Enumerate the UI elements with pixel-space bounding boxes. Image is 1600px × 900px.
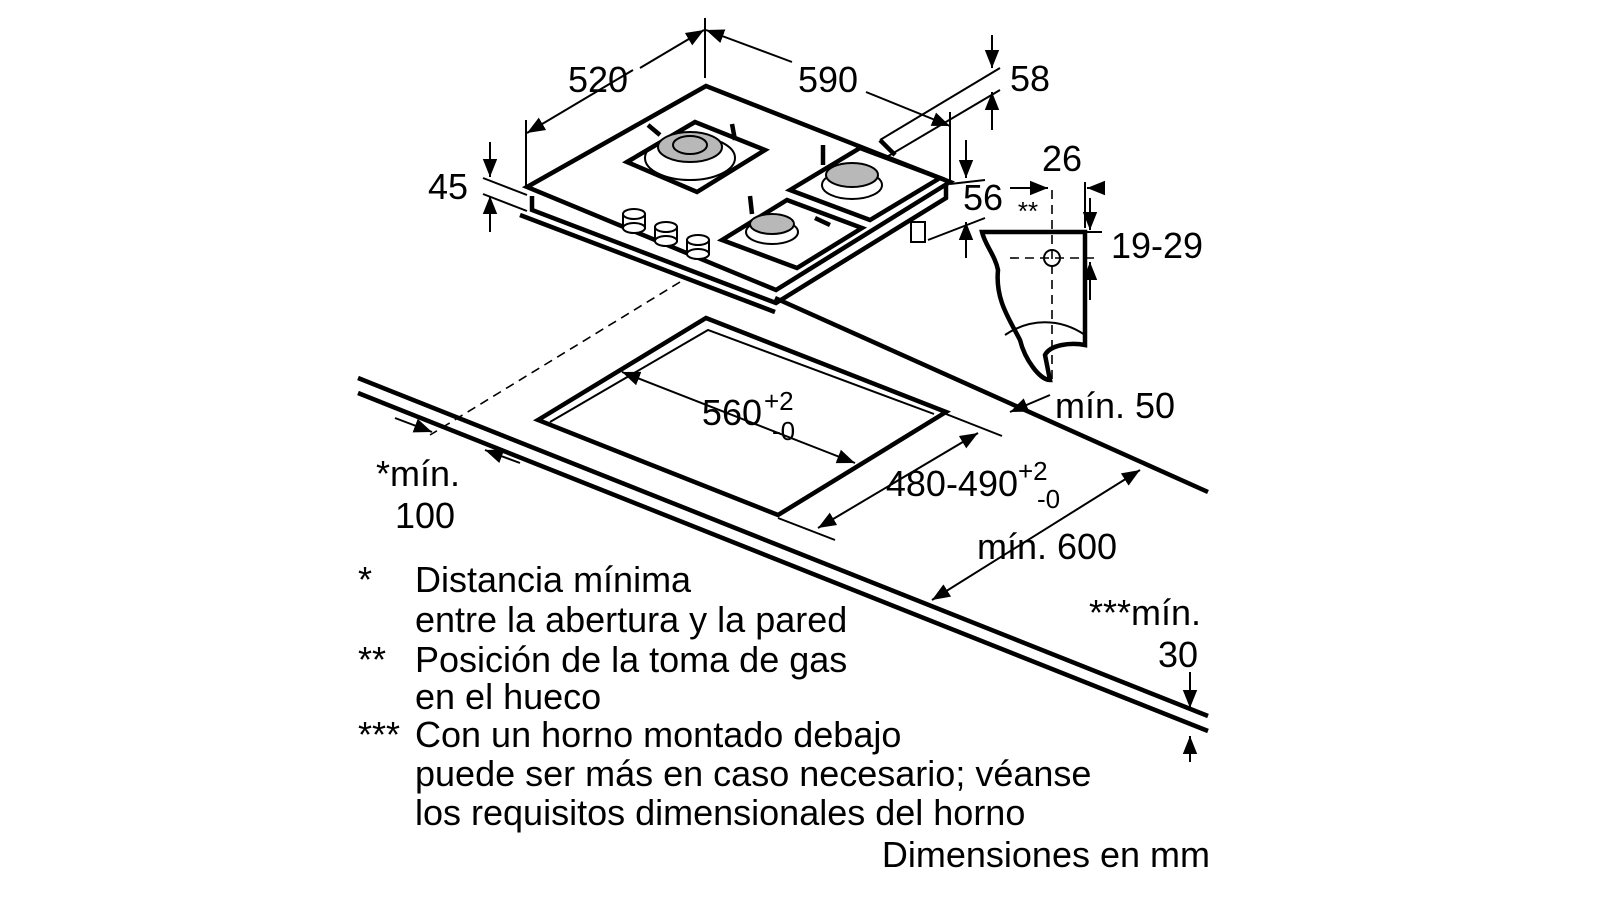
dim-cutout-depth-tol-plus: +2 xyxy=(1018,456,1048,486)
note-2-line-2: en el hueco xyxy=(415,676,601,717)
dim-cutout-width: 560 xyxy=(702,392,762,433)
gas-position-mark: ** xyxy=(1018,196,1038,226)
dim-min-100-value: 100 xyxy=(395,495,455,536)
gas-hob xyxy=(519,83,955,315)
note-3-line-3: los requisitos dimensionales del horno xyxy=(415,792,1025,833)
dim-56: 56 xyxy=(963,177,1003,218)
note-1-line-1: Distancia mínima xyxy=(415,559,692,600)
dim-cutout-width-tol-plus: +2 xyxy=(764,386,794,416)
gas-connector xyxy=(910,221,926,243)
dim-width: 590 xyxy=(798,59,858,100)
dim-depth: 520 xyxy=(568,59,628,100)
note-3-line-1: Con un horno montado debajo xyxy=(415,714,901,755)
dim-cutout-width-tol-minus: -0 xyxy=(772,416,795,446)
units-caption: Dimensiones en mm xyxy=(882,834,1210,875)
burner-large xyxy=(622,119,770,195)
cutout-opening xyxy=(532,315,952,518)
dim-min-50: mín. 50 xyxy=(1055,385,1175,426)
note-2-mark: ** xyxy=(358,639,386,680)
countertop xyxy=(357,281,1209,734)
note-1-mark: * xyxy=(358,559,372,600)
control-knobs xyxy=(622,208,710,260)
dim-26: 26 xyxy=(1042,138,1082,179)
dimension-lines xyxy=(394,18,1198,762)
dim-min-600: mín. 600 xyxy=(977,526,1117,567)
burner-front xyxy=(716,195,868,271)
note-3-line-2: puede ser más en caso necesario; véanse xyxy=(415,753,1091,794)
dim-min-30-label: ***mín. xyxy=(1089,592,1201,633)
note-2-line-1: Posición de la toma de gas xyxy=(415,639,847,680)
note-3-mark: *** xyxy=(358,714,400,755)
dim-19-29: 19-29 xyxy=(1111,225,1203,266)
dim-height: 45 xyxy=(428,166,468,207)
dim-cutout-depth-tol-minus: -0 xyxy=(1037,484,1060,514)
dim-58: 58 xyxy=(1010,58,1050,99)
dim-cutout-depth: 480-490 xyxy=(886,463,1018,504)
footnotes: * Distancia mínima entre la abertura y l… xyxy=(358,559,1091,833)
wall-section-detail xyxy=(979,180,1105,383)
dim-min-100-label: *mín. xyxy=(376,453,460,494)
burner-right xyxy=(784,138,946,223)
note-1-line-2: entre la abertura y la pared xyxy=(415,599,847,640)
dim-min-30-value: 30 xyxy=(1158,634,1198,675)
